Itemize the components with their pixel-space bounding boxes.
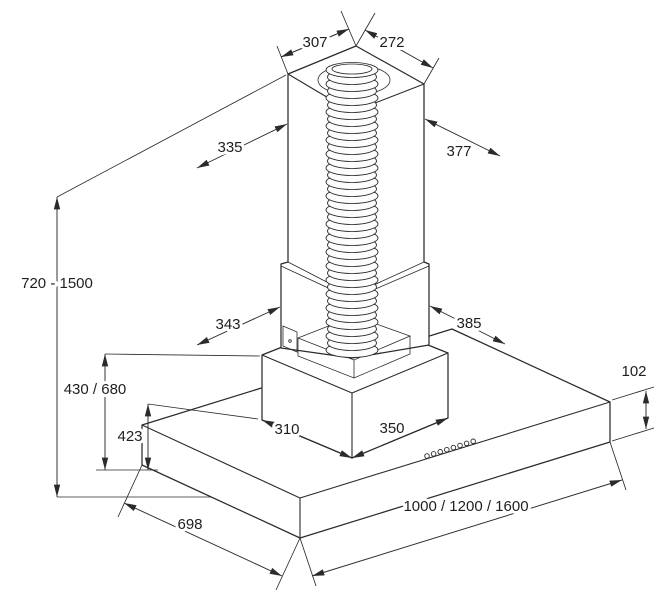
dim-label-duct-top-width: 272	[379, 34, 404, 51]
dim-chimney-section-height: 430 / 680	[61, 353, 261, 471]
dim-label-chimney-upper-width: 377	[446, 143, 471, 160]
dim-label-body-depth: 698	[177, 516, 202, 533]
dim-label-body-widths: 1000 / 1200 / 1600	[403, 498, 528, 515]
dim-label-chimney-lower-depth: 343	[215, 316, 240, 333]
dim-label-overall-height: 720 - 1500	[21, 275, 93, 292]
dim-overall-height: 720 - 1500	[18, 74, 287, 498]
dim-canopy-height: 423	[114, 403, 259, 470]
dim-chimney-lower-depth: 343	[196, 306, 281, 346]
dim-canopy-bottom-width: 350	[351, 417, 449, 459]
dim-label-chimney-section-height: 430 / 680	[64, 381, 127, 398]
dim-body-widths: 1000 / 1200 / 1600	[299, 441, 627, 587]
dim-chimney-lower-width: 385	[429, 305, 506, 345]
dim-body-height: 102	[611, 360, 655, 442]
dim-body-depth: 698	[117, 464, 301, 591]
flexible-duct-hose	[325, 62, 379, 358]
rating-plate	[282, 325, 298, 353]
dim-label-duct-top-depth: 307	[302, 34, 327, 51]
dim-label-body-height: 102	[621, 363, 646, 380]
dim-label-canopy-height: 423	[117, 428, 142, 445]
dim-label-chimney-upper-depth: 335	[217, 139, 242, 156]
dim-chimney-upper-depth: 335	[196, 123, 288, 169]
hood-body-edges	[141, 401, 611, 538]
dim-duct-top-depth: 307	[276, 10, 357, 75]
dim-label-chimney-lower-width: 385	[456, 315, 481, 332]
dim-duct-top-width: 272	[355, 12, 440, 85]
dim-canopy-bottom-depth: 310	[261, 418, 353, 459]
dim-label-canopy-bottom-width: 350	[379, 420, 404, 437]
dim-label-canopy-bottom-depth: 310	[274, 421, 299, 438]
dim-chimney-upper-width: 377	[424, 118, 501, 163]
